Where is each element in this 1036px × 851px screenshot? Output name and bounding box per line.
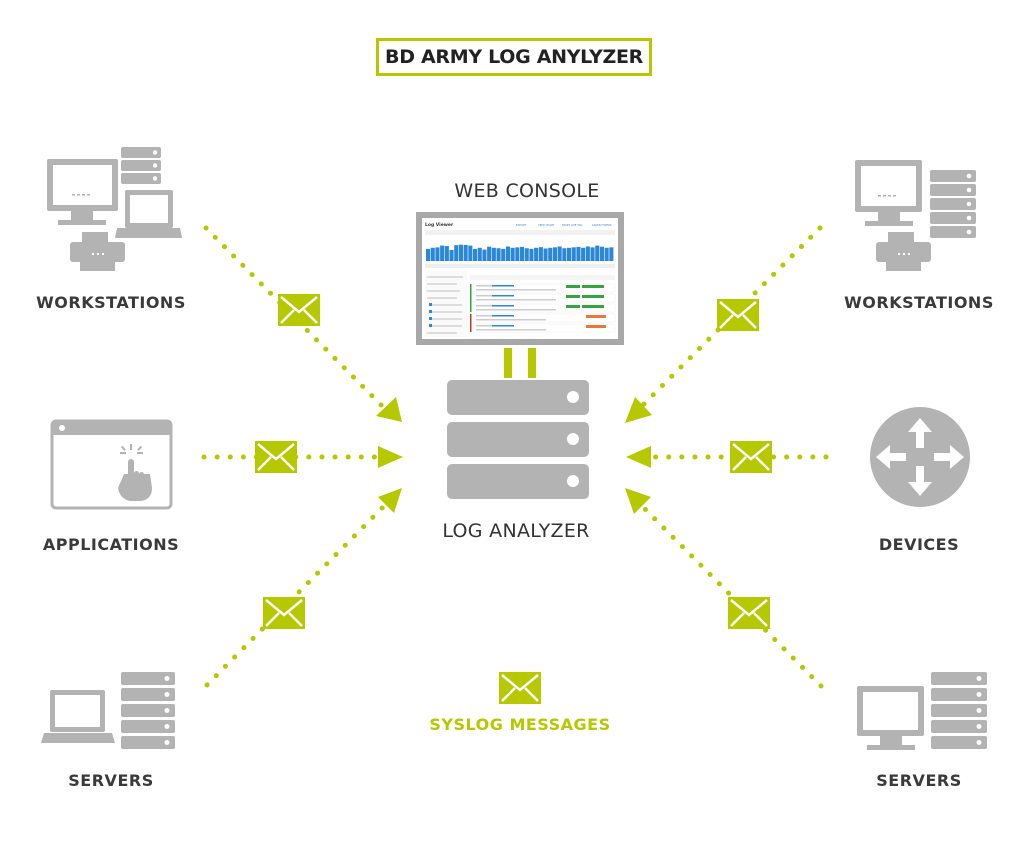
console-bar <box>440 245 445 261</box>
arrowhead-servers-right <box>625 488 651 514</box>
servers-right-icon <box>857 672 987 750</box>
console-bar <box>524 248 529 261</box>
console-bar <box>449 250 454 261</box>
log-analyzer-label: LOG ANALYZER <box>442 520 590 542</box>
applications-label: APPLICATIONS <box>42 535 180 554</box>
console-bar <box>520 246 525 261</box>
console-bar <box>538 247 543 261</box>
envelope-icon <box>497 670 543 706</box>
console-bar <box>595 245 600 261</box>
devices-label: DEVICES <box>878 535 960 554</box>
console-bar <box>487 246 492 261</box>
console-bar <box>473 248 478 261</box>
console-bar <box>463 244 468 261</box>
workstations-right-icon <box>855 160 976 271</box>
workstations-left-label: WORKSTATIONS <box>36 293 186 312</box>
console-bar <box>435 247 440 261</box>
console-bar <box>505 246 510 261</box>
servers-right-label: SERVERS <box>876 771 962 790</box>
envelope-icon <box>253 439 299 475</box>
console-bar <box>557 246 562 261</box>
workstations-right-label: WORKSTATIONS <box>844 293 994 312</box>
console-bar <box>491 247 496 261</box>
arrowhead-servers-left <box>378 488 402 513</box>
console-bar <box>482 249 487 261</box>
console-bar <box>590 247 595 261</box>
console-bar-chart <box>426 244 614 261</box>
arrowhead-devices <box>626 446 651 468</box>
envelope-icon <box>261 595 307 631</box>
console-bar <box>501 248 506 261</box>
hand-pointer-icon <box>118 444 152 501</box>
envelope-icon <box>728 439 774 475</box>
arrow-servers-right <box>639 503 824 689</box>
console-bar <box>454 245 459 261</box>
arrow-workstations-right <box>640 225 823 408</box>
svg-text:START LIVE TAIL: START LIVE TAIL <box>562 223 583 227</box>
console-bar <box>599 246 604 261</box>
console-bar <box>548 247 553 261</box>
arrow-servers-left <box>204 502 388 688</box>
console-bar <box>571 247 576 261</box>
title-box: BD ARMY LOG ANYLYZER <box>376 38 652 76</box>
envelope-icon <box>726 595 772 631</box>
page-title: BD ARMY LOG ANYLYZER <box>385 46 643 68</box>
console-bar <box>468 245 473 261</box>
console-bar <box>477 247 482 261</box>
console-bar <box>543 248 548 261</box>
log-analyzer-server-icon <box>447 380 589 499</box>
envelope-icon <box>276 292 322 328</box>
console-bar <box>444 246 449 261</box>
console-bar <box>426 248 431 261</box>
envelope-icon <box>715 297 761 333</box>
console-bar <box>458 244 463 261</box>
console-bar <box>552 247 557 261</box>
console-bar <box>529 248 534 261</box>
console-bar <box>430 247 435 261</box>
console-bar <box>562 248 567 261</box>
console-connector <box>504 348 536 378</box>
console-bar <box>581 247 586 261</box>
console-bar <box>604 247 609 261</box>
console-bar <box>496 248 501 261</box>
workstations-left-icon <box>47 147 182 271</box>
servers-left-label: SERVERS <box>68 771 154 790</box>
arrowhead-applications <box>378 446 403 468</box>
console-title: Log Viewer <box>425 222 454 228</box>
console-bar <box>534 247 539 261</box>
console-bar <box>609 247 614 261</box>
web-console-monitor: Log Viewer EXPORT VIEW CHART START LIVE … <box>416 212 624 345</box>
console-bar <box>510 247 515 261</box>
console-bar <box>576 246 581 261</box>
arrowhead-workstations-right <box>625 397 652 423</box>
arrowhead-workstations-left <box>376 397 402 422</box>
console-bar <box>585 246 590 261</box>
syslog-messages-label: SYSLOG MESSAGES <box>429 715 611 734</box>
svg-text:VIEW CHART: VIEW CHART <box>538 223 555 227</box>
console-bar <box>567 247 572 261</box>
svg-text:SAVED FILTERS: SAVED FILTERS <box>592 223 612 227</box>
svg-text:EXPORT: EXPORT <box>516 223 527 227</box>
servers-left-icon <box>41 672 175 749</box>
router-icon <box>870 407 970 507</box>
console-bar <box>515 247 520 261</box>
applications-icon <box>50 419 173 510</box>
web-console-label: WEB CONSOLE <box>454 180 600 202</box>
